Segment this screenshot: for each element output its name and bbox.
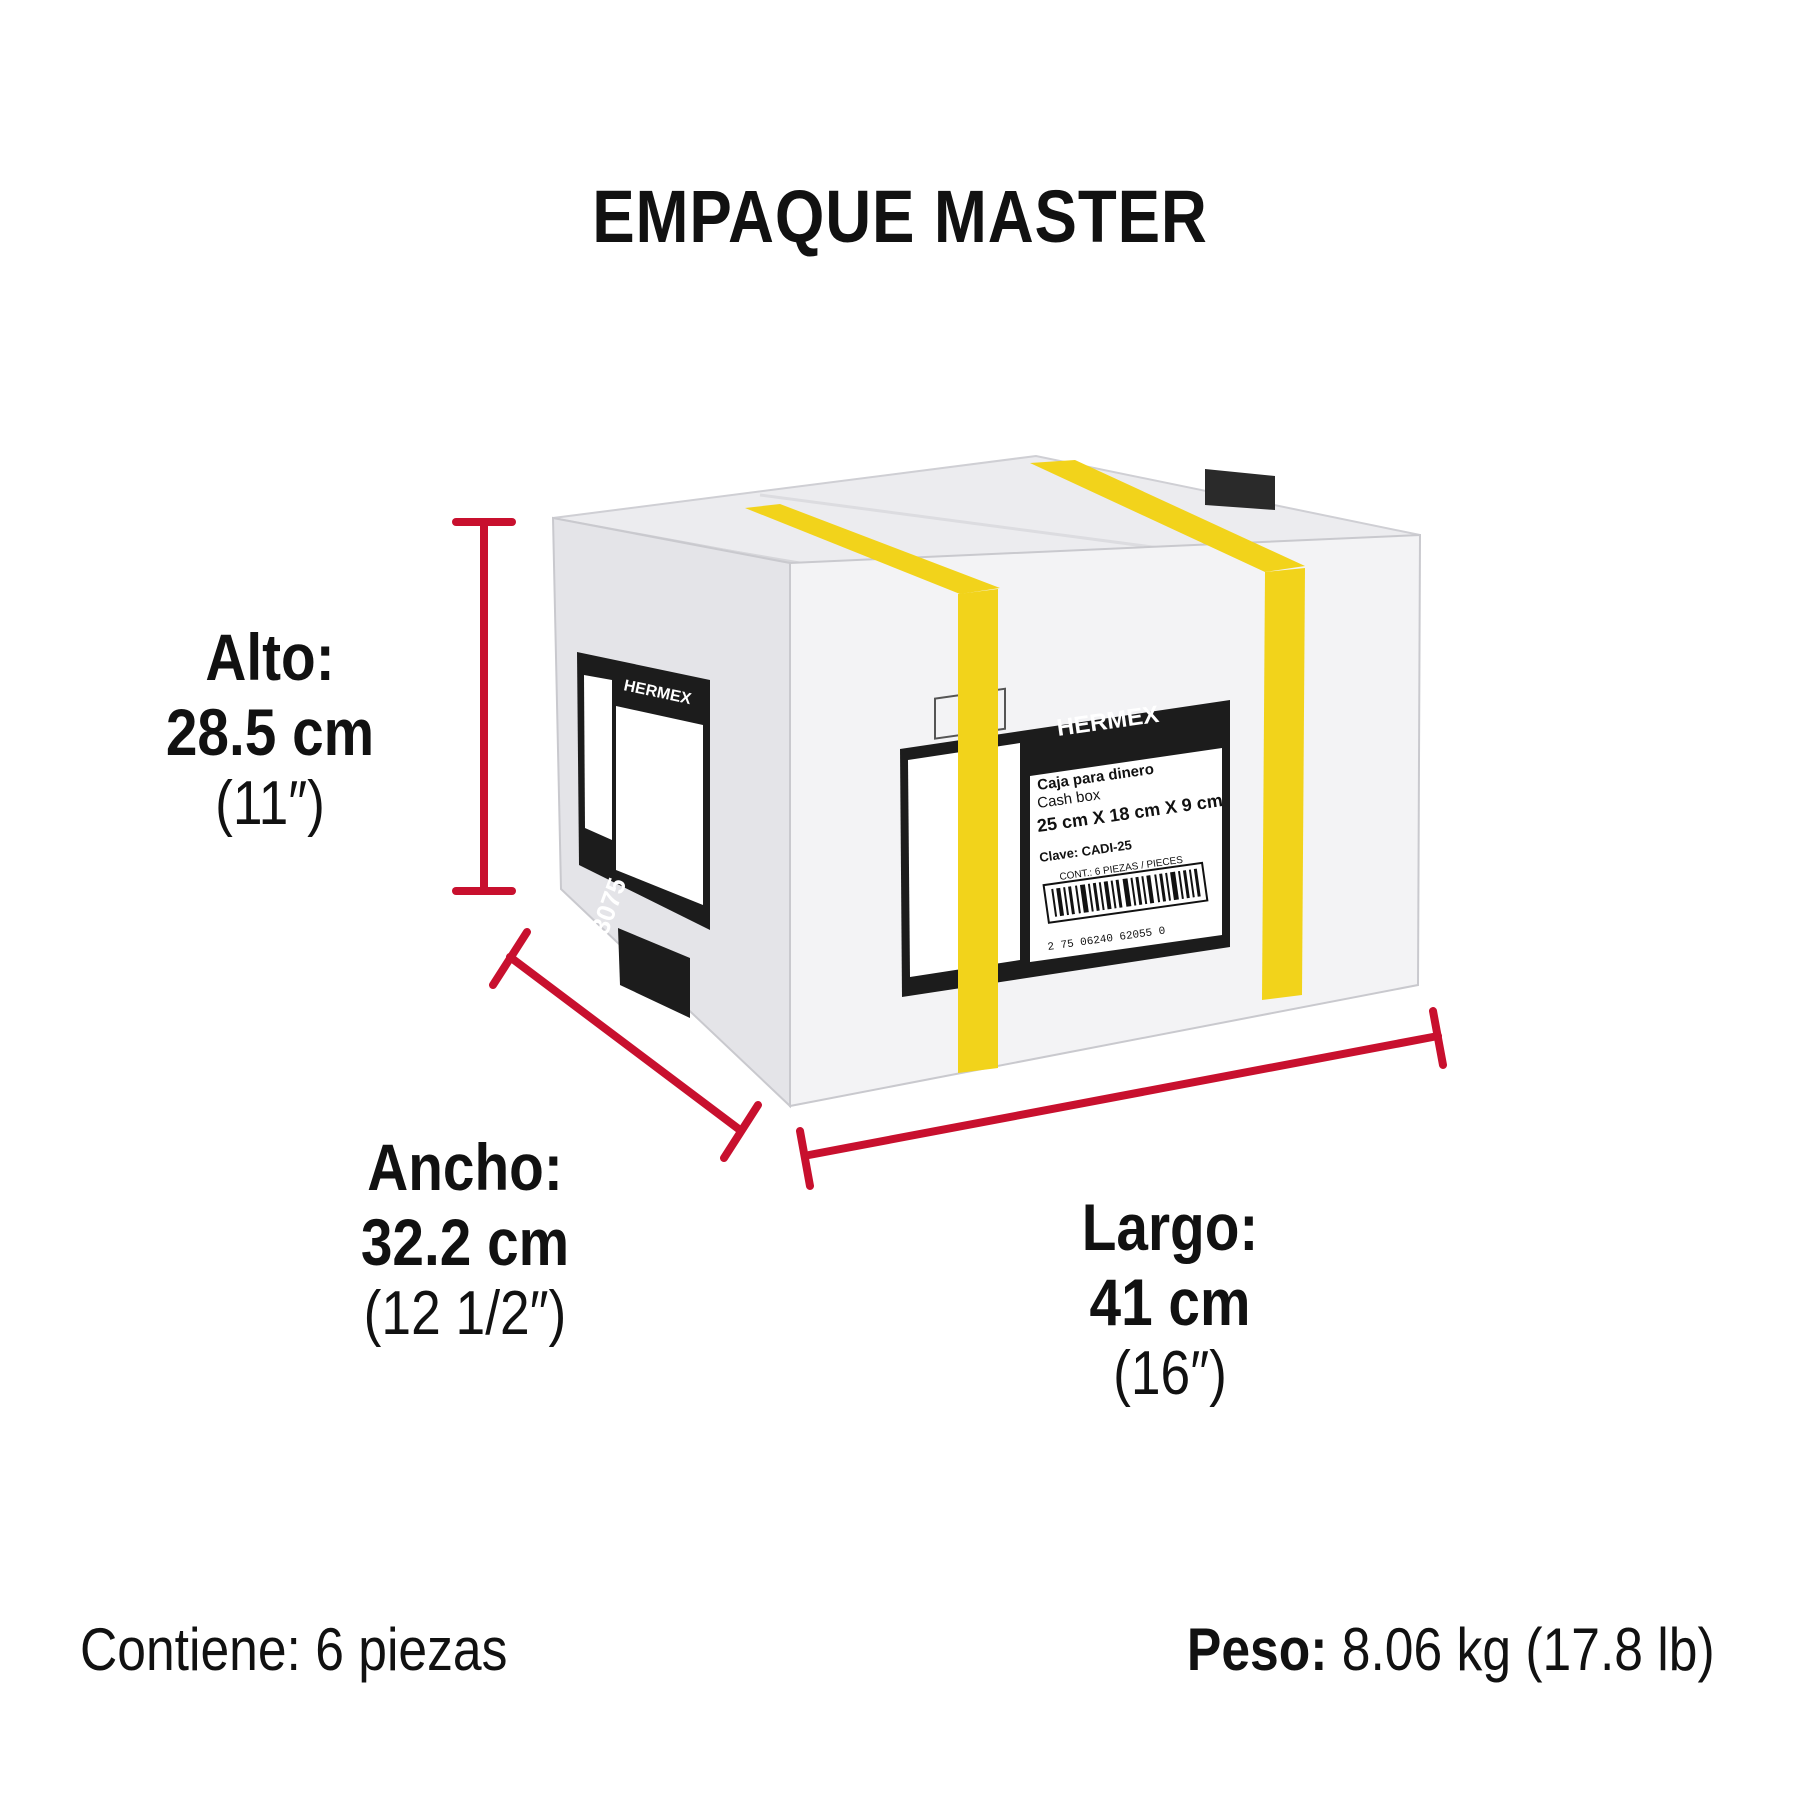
largo-metric-value: 41 cm [1089,1264,1251,1339]
yellow-strap [745,460,1305,1073]
dimension-lines [452,518,1447,1190]
barcode [1042,861,1209,924]
side-small-label [618,928,690,1018]
alto-dimension: Alto: 28.5 cm (11″) [124,620,416,839]
alto-dimension-line [452,518,516,895]
ancho-metric-value: 32.2 cm [360,1204,570,1279]
largo-label: Largo: [1081,1190,1259,1264]
ancho-label: Ancho: [367,1130,563,1204]
largo-imperial-value: (16″) [1113,1339,1227,1409]
weight-value: 8.06 kg (17.8 lb) [1342,1616,1715,1683]
weight-text: Peso: 8.06 kg (17.8 lb) [1187,1620,1715,1680]
alto-label: Alto: [205,620,335,694]
ancho-imperial-value: (12 1/2″) [363,1279,567,1349]
side-product-label: 43075 HERMEX [577,652,710,952]
alto-imperial-value: (11″) [215,769,325,839]
largo-dimension: Largo: 41 cm (16″) [1024,1190,1316,1409]
shipping-box: HERMEX Caja para dinero Cash box 25 cm X… [551,454,1422,1109]
weight-label: Peso: [1187,1616,1328,1683]
ancho-dimension-line [489,928,762,1162]
page-title: EMPAQUE MASTER [592,175,1208,258]
contents-text: Contiene: 6 piezas [80,1616,508,1683]
alto-metric-value: 28.5 cm [165,694,375,769]
largo-dimension-line [796,1007,1447,1190]
top-corner-tag [1205,469,1275,510]
ancho-dimension: Ancho: 32.2 cm (12 1/2″) [319,1130,611,1349]
